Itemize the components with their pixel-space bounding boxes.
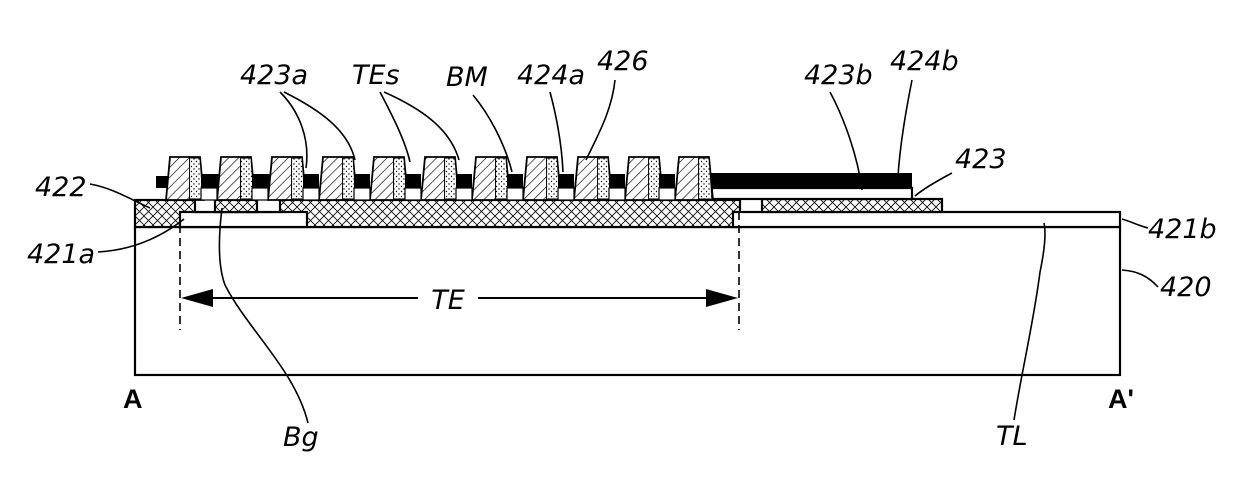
pillar-11 xyxy=(659,157,713,200)
pillar-5 xyxy=(354,157,408,200)
label-bm: BM xyxy=(446,62,488,93)
pillar-8 xyxy=(507,157,561,200)
label-420: 420 xyxy=(1160,272,1212,303)
label-bg: Bg xyxy=(283,422,319,453)
pillar-10 xyxy=(609,157,663,200)
pillar-1 xyxy=(166,157,204,200)
label-tl: TL xyxy=(996,421,1028,452)
label-421a: 421a xyxy=(27,239,95,270)
label-te: TE xyxy=(431,285,465,316)
pillar-2 xyxy=(201,157,255,200)
pillar-6 xyxy=(405,157,459,200)
electrode-421a xyxy=(180,212,307,227)
label-423: 423 xyxy=(955,144,1007,175)
label-424b: 424b xyxy=(890,46,959,77)
bm-block-first xyxy=(156,176,168,188)
label-423a: 423a xyxy=(240,60,308,91)
pillar-4 xyxy=(303,157,357,200)
pillar-9 xyxy=(558,157,612,200)
label-tes: TEs xyxy=(352,60,400,91)
line-421b xyxy=(733,212,1120,227)
label-a-prime: A' xyxy=(1108,384,1134,414)
label-426: 426 xyxy=(597,46,649,77)
stack-423b-424b xyxy=(703,173,912,199)
label-a: A xyxy=(123,384,143,414)
label-423b: 423b xyxy=(804,60,873,91)
pillar-7 xyxy=(456,157,510,200)
label-422: 422 xyxy=(35,172,87,203)
pillar-3 xyxy=(252,157,306,200)
label-424a: 424a xyxy=(517,60,585,91)
label-421b: 421b xyxy=(1148,214,1217,245)
touch-electrode-pillars xyxy=(156,157,713,200)
substrate-420 xyxy=(135,227,1120,375)
layer-423 xyxy=(762,199,942,212)
